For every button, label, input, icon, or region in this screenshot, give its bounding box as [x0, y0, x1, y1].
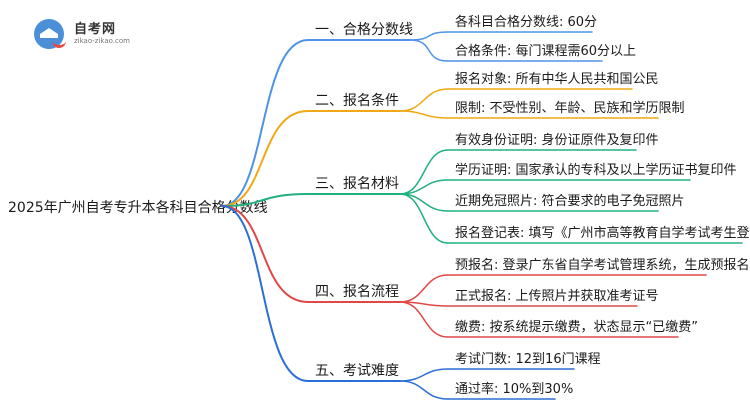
connector-b5 — [221, 205, 309, 382]
logo-title: 自考网 — [74, 22, 117, 37]
leaf-b2-0: 报名对象: 所有中华人民共和国公民 — [455, 71, 659, 87]
leaf-connector-b3-3 — [399, 193, 449, 244]
logo: 自考网 zikao-zikao.com — [34, 16, 154, 56]
leaf-b2-1: 限制: 不受性别、年龄、民族和学历限制 — [455, 100, 685, 116]
leaf-b3-3: 报名登记表: 填写《广州市高等教育自学考试考生登记表》 — [455, 225, 750, 241]
logo-url: zikao-zikao.com — [74, 37, 130, 45]
leaf-b3-0: 有效身份证明: 身份证原件及复印件 — [455, 132, 659, 148]
leaf-b1-0: 各科目合格分数线: 60分 — [455, 14, 597, 30]
leaf-b4-0: 预报名: 登录广东省自学考试管理系统，生成预报名号 — [455, 257, 750, 273]
branch-b4: 四、报名流程 — [315, 284, 399, 300]
connector-b2 — [221, 110, 309, 207]
leaf-connector-b5-0 — [399, 368, 449, 382]
graduation-cap-icon — [34, 19, 66, 49]
leaf-b5-1: 通过率: 10%到30% — [455, 381, 573, 397]
leaf-connector-b2-1 — [399, 110, 449, 119]
leaf-connector-b1-1 — [409, 39, 449, 62]
branch-b2: 二、报名条件 — [315, 92, 399, 109]
root-node: 2025年广州自考专升本各科目合格分数线 — [8, 200, 268, 216]
leaf-connector-b3-0 — [399, 149, 449, 195]
leaf-b1-1: 合格条件: 每门课程需60分以上 — [455, 43, 636, 59]
leaf-connector-b1-0 — [409, 31, 449, 41]
branch-b5: 五、考试难度 — [315, 363, 399, 379]
branch-b3: 三、报名材料 — [315, 176, 399, 192]
leaf-connector-b3-1 — [399, 179, 449, 195]
leaf-connector-b2-0 — [399, 88, 449, 112]
connector-b1 — [221, 39, 309, 207]
leaf-b4-2: 缴费: 按系统提示缴费，状态显示“已缴费” — [455, 319, 698, 335]
leaf-b5-0: 考试门数: 12到16门课程 — [455, 352, 601, 367]
branch-b1: 一、合格分数线 — [315, 22, 413, 38]
leaf-b3-2: 近期免冠照片: 符合要求的电子免冠照片 — [455, 193, 685, 209]
connector-b4 — [221, 205, 309, 303]
leaf-connector-b4-0 — [399, 274, 449, 303]
leaf-b4-1: 正式报名: 上传照片并获取准考证号 — [455, 288, 659, 304]
connector-b3 — [221, 193, 309, 207]
leaf-connector-b5-1 — [399, 380, 449, 400]
leaf-b3-1: 学历证明: 国家承认的专科及以上学历证书复印件 — [455, 162, 737, 178]
leaf-connector-b3-2 — [399, 193, 449, 212]
leaf-connector-b4-2 — [399, 301, 449, 338]
branch-connectors — [221, 31, 743, 400]
